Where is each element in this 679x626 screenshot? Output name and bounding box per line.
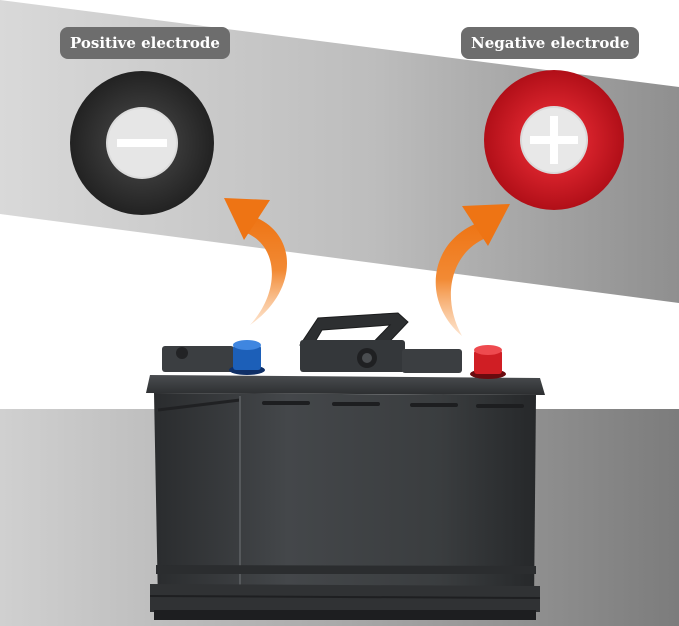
red-terminal (470, 345, 506, 379)
blue-terminal (229, 340, 265, 375)
negative-electrode-label: Negative electrode (461, 27, 640, 59)
right-arrow (435, 204, 510, 336)
car-battery (146, 312, 545, 620)
left-arrow (224, 198, 287, 325)
positive-electrode-label: Positive electrode (60, 27, 230, 59)
minus-symbol (117, 139, 167, 147)
background-band (0, 0, 679, 303)
plus-symbol (530, 116, 578, 164)
